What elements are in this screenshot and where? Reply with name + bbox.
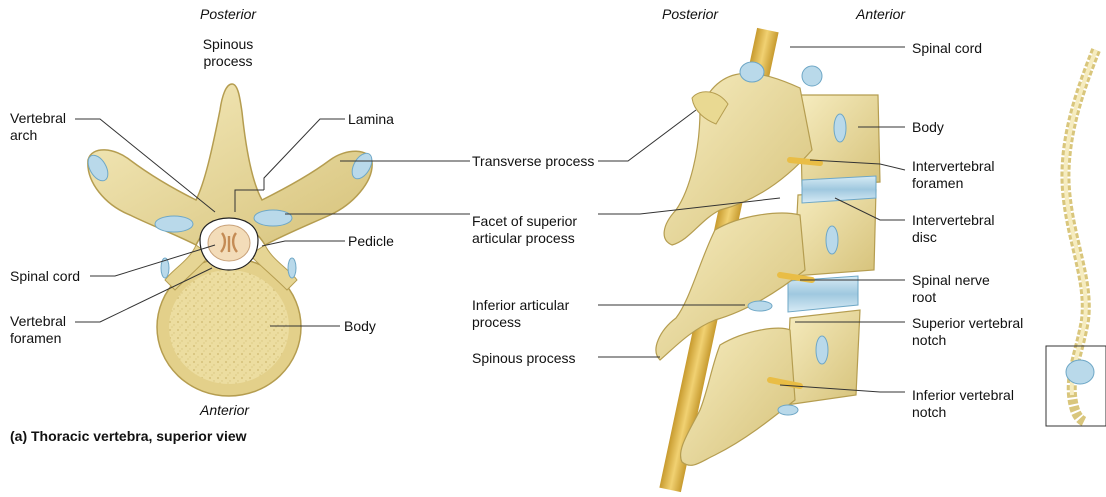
label-spinal-nerve-root: Spinal nerve root	[912, 272, 990, 306]
label-line: notch	[912, 332, 1023, 349]
label-line: Intervertebral	[912, 212, 994, 229]
superior-facet-left	[155, 216, 193, 232]
label-line: root	[912, 289, 990, 306]
label-inferior-articular-process: Inferior articular process	[472, 297, 569, 331]
label-line: Inferior vertebral	[912, 387, 1014, 404]
label-line: disc	[912, 229, 994, 246]
label-line: process	[472, 314, 569, 331]
label-inferior-vertebral-notch: Inferior vertebral notch	[912, 387, 1014, 421]
label-line: process	[196, 53, 260, 70]
label-intervertebral-foramen: Intervertebral foramen	[912, 158, 994, 192]
thumbnail-column-highlight	[1065, 50, 1096, 395]
label-spinous-process-a: Spinous process	[196, 36, 260, 70]
label-vertebral-foramen: Vertebral foramen	[10, 313, 66, 347]
spine-thumbnail	[1046, 50, 1106, 426]
label-line: Superior vertebral	[912, 315, 1023, 332]
facet-b-5	[816, 336, 828, 364]
label-vertebral-arch: Vertebral arch	[10, 110, 66, 144]
label-intervertebral-disc: Intervertebral disc	[912, 212, 994, 246]
label-line: arch	[10, 127, 66, 144]
label-line: Inferior articular	[472, 297, 569, 314]
panel-a-caption: (a) Thoracic vertebra, superior view	[10, 428, 247, 445]
label-lamina: Lamina	[348, 111, 394, 128]
label-line: Intervertebral	[912, 158, 994, 175]
intervertebral-disc-upper	[802, 176, 876, 203]
panel-b-posterior-label: Posterior	[662, 6, 718, 23]
thoracic-vertebra-superior-view	[84, 84, 376, 396]
facet-b-7	[748, 301, 772, 311]
label-spinal-cord-a: Spinal cord	[10, 268, 80, 285]
leader-transverse-b	[598, 110, 696, 161]
label-line: Vertebral	[10, 110, 66, 127]
label-line: articular process	[472, 230, 577, 247]
label-facet-superior-articular: Facet of superior articular process	[472, 213, 577, 247]
label-superior-vertebral-notch: Superior vertebral notch	[912, 315, 1023, 349]
label-line: Facet of superior	[472, 213, 577, 230]
label-line: foramen	[912, 175, 994, 192]
label-line: Vertebral	[10, 313, 66, 330]
label-line: Spinal nerve	[912, 272, 990, 289]
superior-facet-right	[254, 210, 292, 226]
label-line: foramen	[10, 330, 66, 347]
label-pedicle: Pedicle	[348, 233, 394, 250]
label-body-a: Body	[344, 318, 376, 335]
costal-facet-right	[288, 258, 296, 278]
vertebral-column-lateral-view	[656, 28, 880, 492]
facet-b-1	[740, 62, 764, 82]
facet-b-4	[826, 226, 838, 254]
leader-pedicle	[262, 241, 345, 246]
label-line: notch	[912, 404, 1014, 421]
panel-b-anterior-label: Anterior	[856, 6, 905, 23]
facet-b-2	[802, 66, 822, 86]
label-line: Spinous	[196, 36, 260, 53]
label-spinous-process-b: Spinous process	[472, 350, 576, 367]
label-body-b: Body	[912, 119, 944, 136]
panel-a-anterior-label: Anterior	[200, 402, 249, 419]
intervertebral-disc-lower	[788, 276, 858, 312]
facet-b-3	[834, 114, 846, 142]
thumbnail-highlight-disc	[1066, 360, 1094, 384]
label-transverse-process: Transverse process	[472, 153, 594, 170]
spongy-bone-texture	[169, 270, 289, 384]
facet-b-6	[778, 405, 798, 415]
panel-a-posterior-label: Posterior	[200, 6, 256, 23]
label-spinal-cord-b: Spinal cord	[912, 40, 982, 57]
